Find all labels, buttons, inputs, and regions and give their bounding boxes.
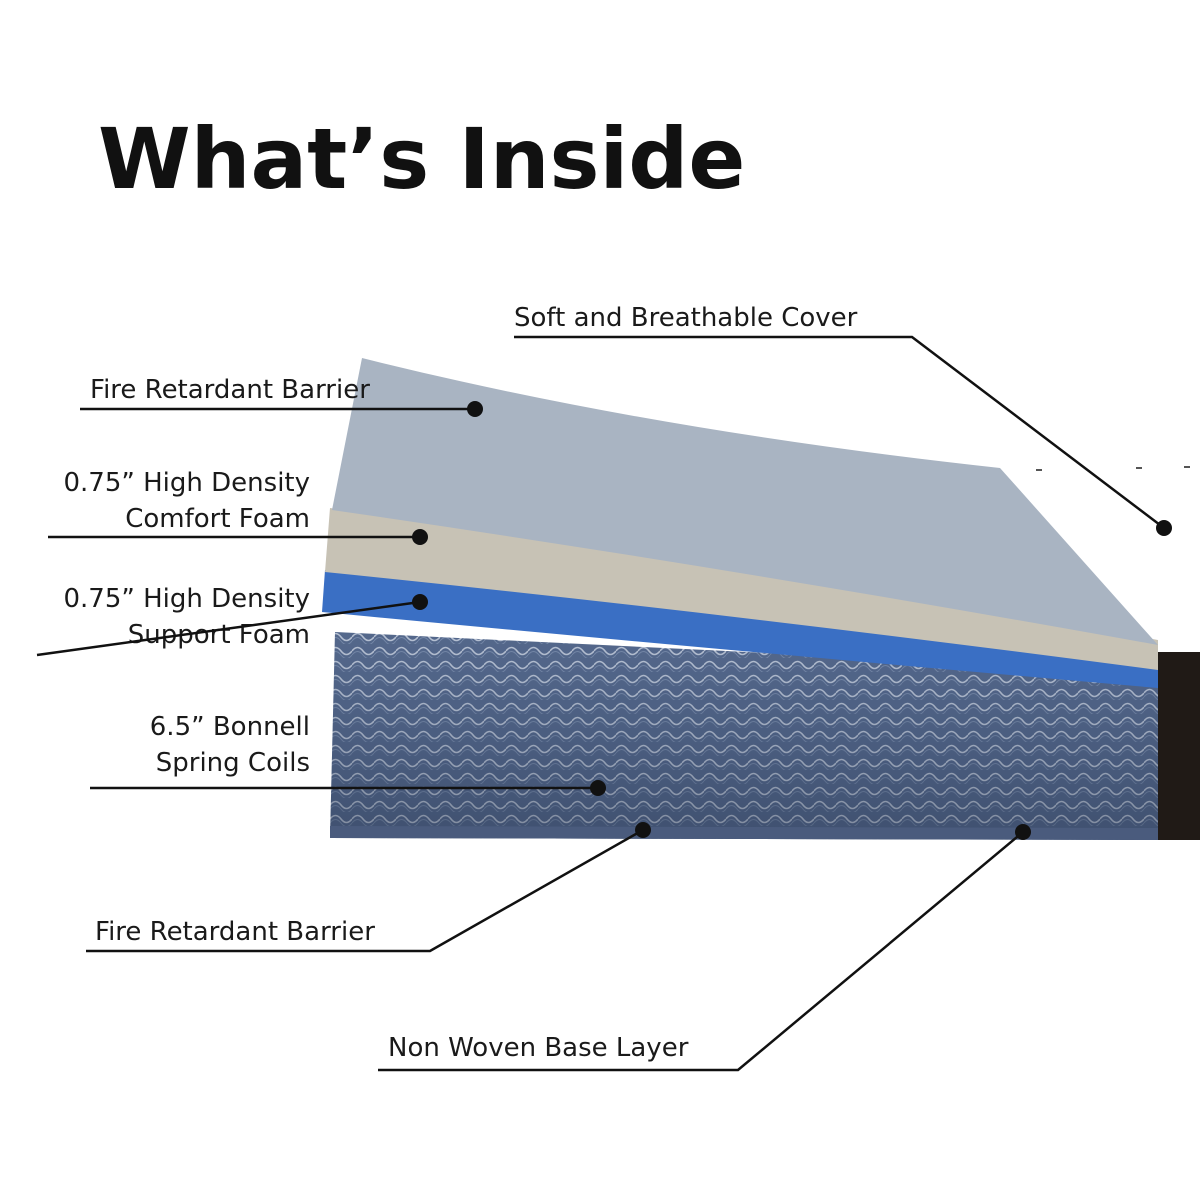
callout-fire-barrier-bottom: Fire Retardant Barrier — [86, 822, 651, 953]
label-support-foam-line2: Support Foam — [128, 620, 310, 650]
callout-fire-barrier-top: Fire Retardant Barrier — [80, 375, 483, 417]
callout-comfort-foam: 0.75” High Density Comfort Foam — [48, 468, 428, 545]
label-support-foam-line1: 0.75” High Density — [64, 584, 311, 614]
cover-layer — [332, 358, 1158, 645]
label-fire-barrier-bottom: Fire Retardant Barrier — [95, 917, 375, 947]
callout-support-foam: 0.75” High Density Support Foam — [36, 584, 428, 657]
mattress-side-band — [1158, 652, 1200, 840]
support-foam-layer — [322, 570, 1158, 688]
callout-spring-coils: 6.5” Bonnell Spring Coils — [90, 712, 606, 796]
label-soft-cover: Soft and Breathable Cover — [514, 303, 858, 333]
label-fire-barrier-top: Fire Retardant Barrier — [90, 375, 370, 405]
fire-barrier-bottom-layer — [330, 826, 1158, 840]
label-comfort-foam-line2: Comfort Foam — [125, 504, 310, 534]
mattress-cutaway — [322, 358, 1200, 840]
callout-base-layer: Non Woven Base Layer — [378, 824, 1031, 1072]
label-base-layer: Non Woven Base Layer — [388, 1033, 689, 1063]
callout-soft-cover: Soft and Breathable Cover — [514, 303, 1172, 536]
label-spring-coils-line1: 6.5” Bonnell — [150, 712, 310, 742]
comfort-foam-layer — [325, 508, 1158, 670]
label-comfort-foam-line1: 0.75” High Density — [64, 468, 311, 498]
page-title: What’s Inside — [98, 110, 745, 208]
label-spring-coils-line2: Spring Coils — [156, 748, 310, 778]
